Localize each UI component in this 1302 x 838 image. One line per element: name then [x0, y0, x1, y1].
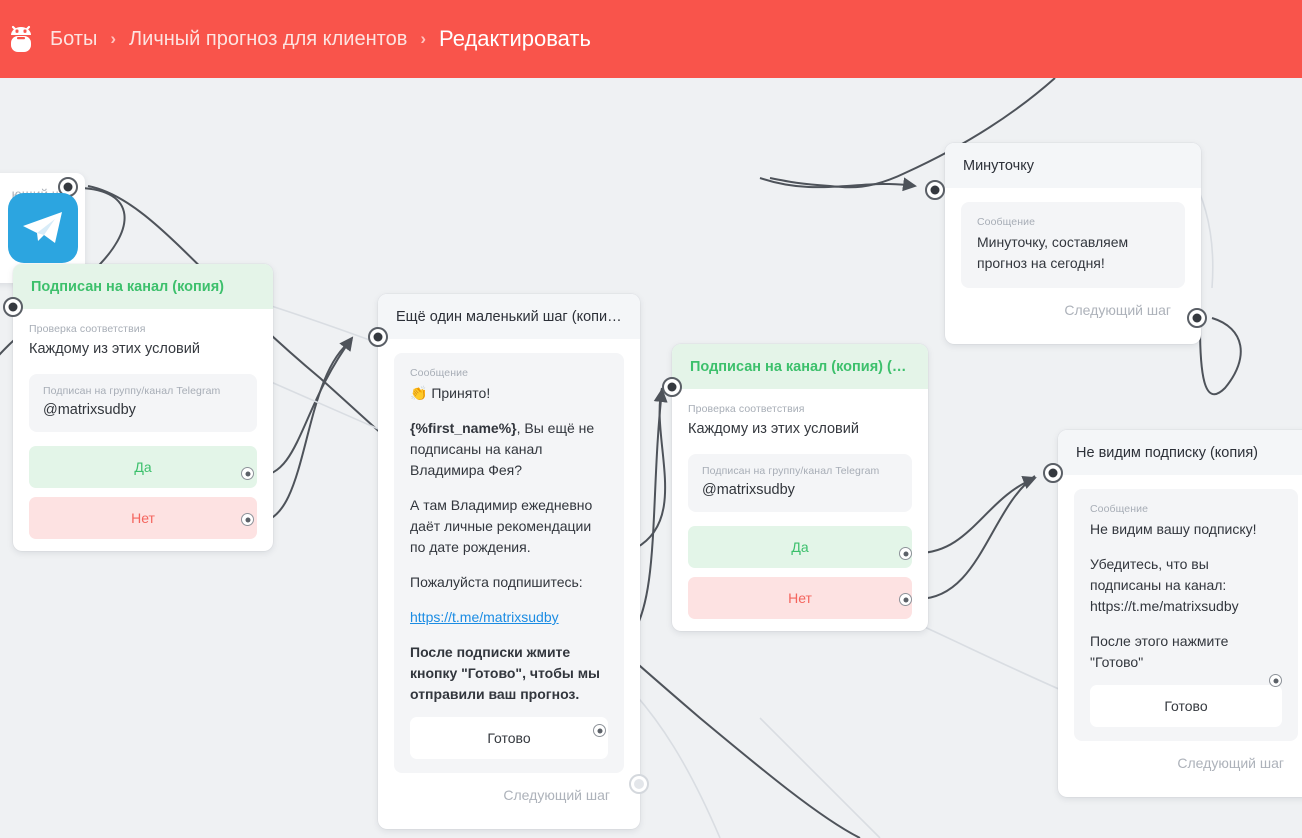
node-title: Подписан на канал (копия) (копия)	[672, 344, 928, 389]
port-input-minutochku[interactable]	[925, 180, 945, 200]
condition-value: Каждому из этих условий	[29, 341, 200, 357]
choice-no-label: Нет	[131, 510, 155, 527]
message-paragraph: 👏 Принято!	[410, 385, 491, 401]
breadcrumb-item-edit[interactable]: Редактировать	[439, 26, 591, 51]
next-step-label: Следующий шаг	[1064, 302, 1171, 318]
telegram-channel-field[interactable]: Подписан на группу/канал Telegram @matri…	[29, 373, 257, 433]
variable-token: {%first_name%}	[410, 420, 517, 436]
chevron-right-icon: ›	[110, 29, 117, 48]
choice-no[interactable]: Нет	[29, 497, 257, 540]
node-title: Минуточку	[945, 143, 1201, 188]
condition-label: Проверка соответствия	[29, 323, 146, 335]
message-button-done[interactable]: Готово	[1090, 685, 1282, 727]
node-body: Сообщение 👏 Принято! {%first_name%}, Вы …	[378, 339, 640, 829]
telegram-channel-value: @matrixsudby	[43, 401, 136, 418]
message-label: Сообщение	[410, 367, 469, 379]
message-box[interactable]: Сообщение Не видим вашу подписку! Убедит…	[1074, 489, 1298, 741]
telegram-channel-value: @matrixsudby	[702, 481, 795, 498]
node-subscribed-copy-copy[interactable]: Подписан на канал (копия) (копия) Провер…	[672, 344, 928, 632]
message-text: Минуточку, составляем прогноз на сегодня…	[977, 232, 1169, 274]
message-bold-tail: После подписки жмите кнопку "Готово", чт…	[410, 642, 608, 705]
port-input-no-subscription[interactable]	[1043, 463, 1063, 483]
node-title: Ещё один маленький шаг (копия) (ко...	[378, 294, 640, 339]
node-minutochku[interactable]: Минуточку Сообщение Минуточку, составляе…	[945, 143, 1201, 344]
message-button-done-label: Готово	[1164, 698, 1208, 714]
node-no-subscription[interactable]: Не видим подписку (копия) Сообщение Не в…	[1058, 430, 1302, 797]
condition-field: Проверка соответствия Каждому из этих ус…	[688, 403, 912, 440]
choice-yes-label: Да	[134, 459, 152, 476]
message-button-done-label: Готово	[487, 730, 531, 746]
chevron-right-icon: ›	[420, 29, 426, 48]
node-one-more-step[interactable]: Ещё один маленький шаг (копия) (ко... Со…	[378, 294, 640, 829]
next-step-row: Следующий шаг	[1074, 741, 1298, 785]
next-step-label: Следующий шаг	[503, 787, 610, 803]
message-paragraph: А там Владимир ежедневно даёт личные рек…	[410, 497, 593, 555]
breadcrumb-item-bot-name[interactable]: Личный прогноз для клиентов	[129, 27, 408, 50]
condition-label: Проверка соответствия	[688, 403, 805, 415]
message-paragraph: Не видим вашу подписку!	[1090, 521, 1257, 537]
telegram-icon	[8, 193, 78, 263]
next-step-row: Следующий шаг	[961, 288, 1185, 332]
node-body: Проверка соответствия Каждому из этих ус…	[672, 389, 928, 631]
message-button-done[interactable]: Готово	[410, 717, 608, 759]
node-title: Подписан на канал (копия)	[13, 264, 273, 309]
breadcrumb-item-bots[interactable]: Боты	[50, 27, 98, 50]
message-paragraph: После этого нажмите "Готово"	[1090, 633, 1229, 670]
message-box[interactable]: Сообщение Минуточку, составляем прогноз …	[961, 202, 1185, 288]
node-title: Не видим подписку (копия)	[1058, 430, 1302, 475]
choice-yes-label: Да	[791, 539, 809, 556]
message-label: Сообщение	[977, 216, 1036, 228]
port-no-subscribed-copy[interactable]	[241, 513, 254, 526]
bot-icon	[8, 24, 34, 54]
top-bar: Боты › Личный прогноз для клиентов › Ред…	[0, 0, 1302, 78]
port-input-subscribed-copy[interactable]	[3, 297, 23, 317]
message-paragraph: Минуточку, составляем прогноз на сегодня…	[977, 234, 1129, 271]
telegram-channel-label: Подписан на группу/канал Telegram	[43, 384, 221, 397]
message-label: Сообщение	[1090, 503, 1149, 515]
message-paragraph: Убедитесь, что вы подписаны на канал: ht…	[1090, 556, 1239, 614]
port-next-step-minutochku[interactable]	[1187, 308, 1207, 328]
port-input-one-more-step[interactable]	[368, 327, 388, 347]
node-subscribed-copy[interactable]: Подписан на канал (копия) Проверка соотв…	[13, 264, 273, 552]
choice-yes[interactable]: Да	[29, 446, 257, 489]
port-button-done-one-more-step[interactable]	[593, 724, 606, 737]
breadcrumb: Боты › Личный прогноз для клиентов › Ред…	[50, 26, 591, 52]
flow-canvas[interactable]: ющий шаг Подписан на канал (копия) Прове…	[0, 77, 1302, 838]
node-body: Сообщение Не видим вашу подписку! Убедит…	[1058, 475, 1302, 797]
next-step-label: Следующий шаг	[1177, 755, 1284, 771]
condition-value: Каждому из этих условий	[688, 421, 859, 437]
message-box[interactable]: Сообщение 👏 Принято! {%first_name%}, Вы …	[394, 353, 624, 773]
next-step-row: Следующий шаг	[394, 773, 624, 817]
message-paragraph-rest: , Вы ещё не подписаны на канал Владимира…	[410, 420, 595, 478]
port-next-step-one-more-step[interactable]	[629, 774, 649, 794]
node-body: Проверка соответствия Каждому из этих ус…	[13, 309, 273, 551]
message-bold-tail-text: После подписки жмите кнопку "Готово", чт…	[410, 644, 601, 702]
choice-no-label: Нет	[788, 590, 812, 607]
telegram-link[interactable]: https://t.me/matrixsudby	[410, 609, 559, 625]
port-no-subscribed-copy-copy[interactable]	[899, 593, 912, 606]
port-yes-subscribed-copy-copy[interactable]	[899, 547, 912, 560]
port-button-done-no-subscription[interactable]	[1269, 674, 1282, 687]
condition-field: Проверка соответствия Каждому из этих ус…	[29, 323, 257, 360]
telegram-channel-label: Подписан на группу/канал Telegram	[702, 464, 880, 477]
choice-no[interactable]: Нет	[688, 577, 912, 620]
node-body: Сообщение Минуточку, составляем прогноз …	[945, 188, 1201, 344]
message-text: 👏 Принято! {%first_name%}, Вы ещё не под…	[410, 383, 608, 705]
port-input-subscribed-copy-copy[interactable]	[662, 377, 682, 397]
port-yes-subscribed-copy[interactable]	[241, 467, 254, 480]
message-link-paragraph: https://t.me/matrixsudby	[410, 607, 608, 628]
message-paragraph: {%first_name%}, Вы ещё не подписаны на к…	[410, 418, 608, 481]
telegram-channel-field[interactable]: Подписан на группу/канал Telegram @matri…	[688, 453, 912, 513]
message-paragraph: Пожалуйста подпишитесь:	[410, 574, 583, 590]
choice-yes[interactable]: Да	[688, 526, 912, 569]
message-text: Не видим вашу подписку! Убедитесь, что в…	[1090, 519, 1282, 673]
